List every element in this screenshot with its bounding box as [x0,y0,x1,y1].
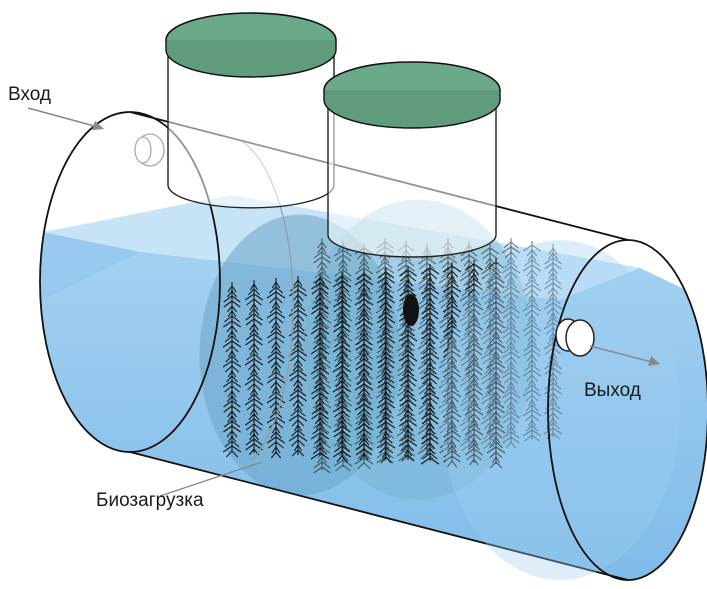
brush-strand [375,238,395,464]
outlet-hole-inner [403,294,419,326]
brush-strand [222,282,242,458]
inlet-pipe [134,133,165,167]
brush-fibers-path [459,241,479,452]
brush-fibers-path [354,244,374,470]
brush-fibers-path [312,238,332,474]
outlet-label: Выход [584,380,641,401]
manhole-neck-1 [165,12,337,209]
brush-fibers-path [417,244,437,460]
brush-fibers-path [438,238,458,454]
tank-right-end-outline [547,239,707,581]
brush-fibers-path [480,244,500,450]
brush-fibers-path [375,238,395,464]
brush-fibers-path [332,272,352,463]
bioload-label: Биозагрузка [96,490,204,511]
bioload-pointer [159,461,263,497]
brush-strand [438,238,458,454]
brush-fibers-path [222,282,242,458]
brush-fibers-path [266,278,286,459]
brush-fibers-path [288,276,308,457]
tank-bottom-outline [129,451,629,581]
brush-strand [266,278,286,459]
brush-fibers-path [501,238,521,449]
brush-strand [417,244,437,460]
brush-strand [244,280,264,456]
brush-strand [501,238,521,449]
brush-fibers [222,238,563,474]
inlet-arrow [27,107,104,130]
manhole-neck-2 [323,61,501,258]
brush-fibers-path [522,241,542,442]
brush-strand [288,276,308,457]
brush-strand [333,241,353,472]
brush-strand [354,244,374,470]
brush-strand [480,244,500,450]
bioload-medium [199,199,563,501]
inlet-label: Вход [8,84,51,105]
tank-right-end [440,240,680,580]
brush-strand [459,241,479,452]
outlet-arrow [589,345,660,366]
brush-fibers-path [333,241,353,472]
brush-strand [332,272,352,463]
brush-fibers-path [244,280,264,456]
outlet-pipe [555,318,595,357]
brush-strand [522,241,542,442]
brush-strand [312,238,332,474]
